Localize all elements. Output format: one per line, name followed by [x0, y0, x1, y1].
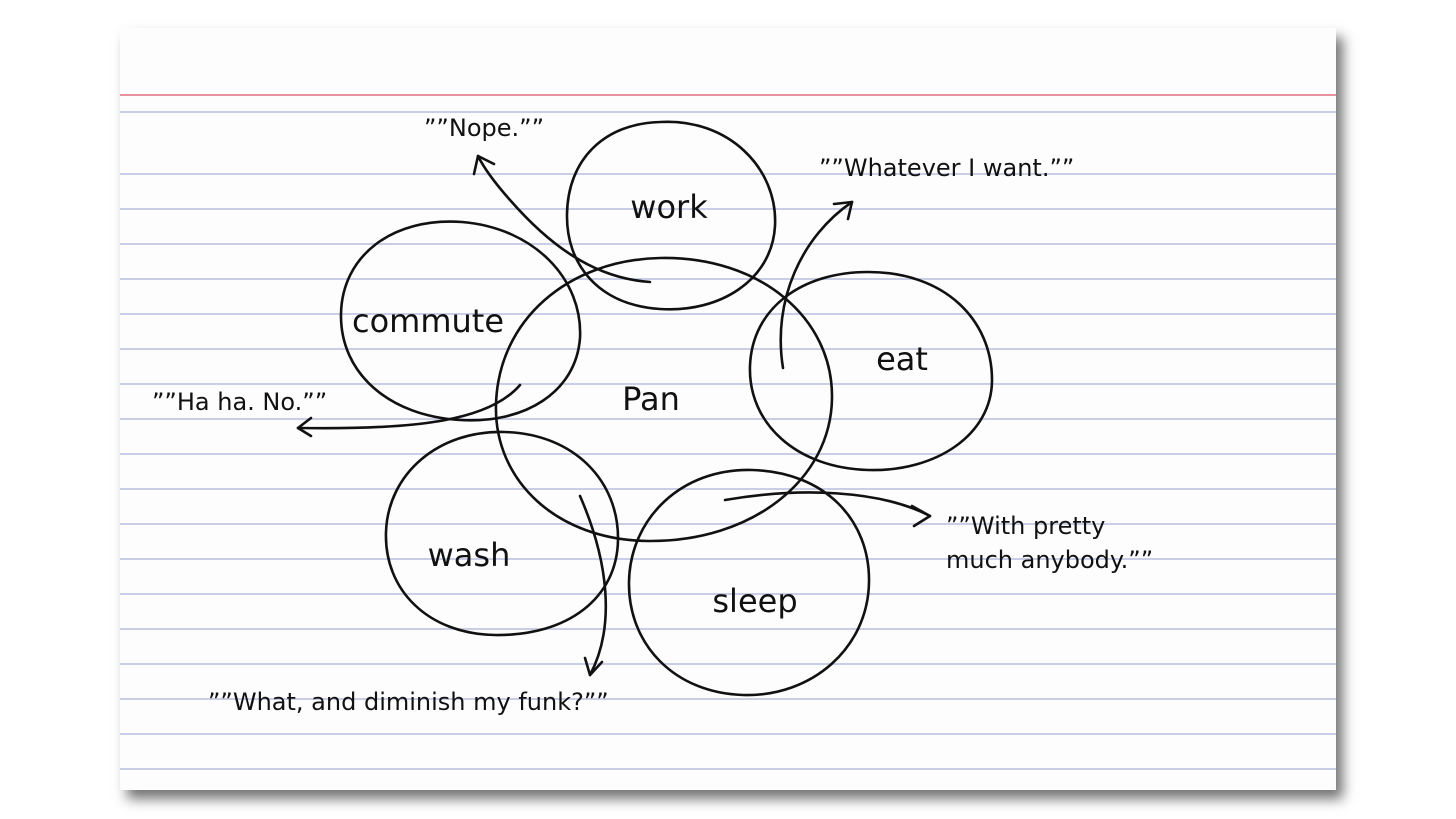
circle-commute: [339, 220, 582, 422]
arrow-work-nope: [476, 154, 652, 284]
quote-work: ””Nope.””: [424, 114, 544, 142]
circle-pan: [494, 256, 834, 543]
circle-eat: [748, 270, 994, 472]
index-card: [120, 28, 1336, 790]
arrow-wash-funk: [578, 494, 608, 677]
card-red-line: [120, 94, 1336, 96]
label-sleep: sleep: [712, 582, 797, 620]
quote-sleep-line1: ””With pretty: [946, 512, 1105, 540]
arrow-wash-funk-head: [583, 656, 604, 677]
quote-wash: ””What, and diminish my funk?””: [208, 688, 609, 716]
quote-commute: ””Ha ha. No.””: [152, 388, 327, 416]
label-work: work: [630, 188, 708, 226]
arrow-sleep-pretty-head: [910, 504, 932, 528]
circle-wash: [384, 430, 620, 637]
arrow-commute-haha-head: [296, 416, 313, 438]
arrow-eat-whatever-head: [832, 200, 854, 221]
label-wash: wash: [428, 536, 511, 574]
label-eat: eat: [876, 340, 928, 378]
label-pan: Pan: [622, 380, 680, 418]
arrow-work-nope-head: [472, 154, 496, 176]
arrow-commute-haha: [296, 383, 522, 430]
circle-work: [565, 120, 777, 311]
quote-eat: ””Whatever I want.””: [819, 154, 1074, 182]
arrow-eat-whatever: [779, 200, 854, 370]
card-header-space: [120, 28, 1336, 94]
label-commute: commute: [352, 302, 504, 340]
arrow-sleep-pretty: [723, 491, 932, 518]
quote-sleep-line2: much anybody.””: [946, 546, 1153, 574]
circle-sleep: [627, 468, 871, 697]
